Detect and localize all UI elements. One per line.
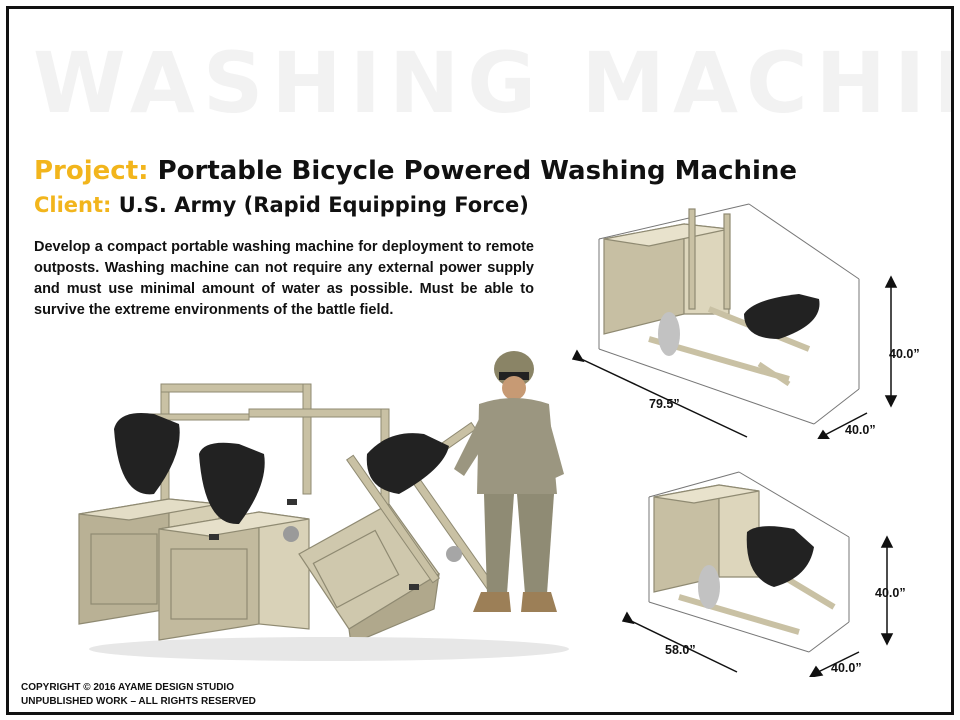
dimension-length-bottom: 58.0” [665, 643, 696, 657]
dimension-height-bottom: 40.0” [875, 586, 906, 600]
length-dimension-top [571, 349, 748, 438]
bounding-box-lines-bottom [648, 471, 850, 653]
dimension-width-top: 40.0” [845, 423, 876, 437]
width-dimension-top [817, 412, 868, 439]
seat-center [199, 442, 265, 525]
main-illustration [78, 351, 569, 661]
dimension-length-top: 79.5” [649, 397, 680, 411]
width-dimension-bottom [809, 651, 860, 677]
dimension-height-top: 40.0” [889, 347, 920, 361]
soldier-figure [454, 351, 564, 612]
machine-body [603, 208, 811, 387]
seat-right [366, 433, 449, 494]
water-bottle-bottom [698, 565, 720, 609]
dimension-width-bottom: 40.0” [831, 661, 862, 675]
bounding-box-lines [598, 203, 860, 425]
watermark-title: WASHING MACHINE [33, 34, 951, 132]
client-heading: Client: U.S. Army (Rapid Equipping Force… [34, 193, 529, 217]
ground-shadow [89, 637, 569, 661]
client-name: U.S. Army (Rapid Equipping Force) [118, 193, 529, 217]
project-label: Project: [34, 156, 149, 186]
seat-left [114, 413, 180, 495]
client-label: Client: [34, 193, 112, 217]
tub-box-center [158, 511, 310, 641]
seat-top-drawing [744, 294, 820, 339]
slide-frame: WASHING MACHINE Project: Portable Bicycl… [6, 6, 954, 715]
dimension-drawing-bottom [621, 471, 894, 677]
height-dimension-top [884, 275, 898, 408]
dimension-drawing-top [571, 203, 898, 439]
copyright-notice: COPYRIGHT © 2016 AYAME DESIGN STUDIO UNP… [21, 681, 256, 709]
height-dimension-bottom [880, 535, 894, 646]
copyright-line-1: COPYRIGHT © 2016 AYAME DESIGN STUDIO [21, 682, 234, 693]
project-name: Portable Bicycle Powered Washing Machine [157, 156, 798, 186]
seat-bottom-drawing [746, 526, 814, 587]
copyright-line-2: UNPUBLISHED WORK – ALL RIGHTS RESERVED [21, 696, 256, 707]
tub-box-tilted [298, 503, 440, 645]
project-description: Develop a compact portable washing machi… [34, 239, 534, 318]
crank-parts [209, 499, 462, 590]
length-dimension-bottom [621, 611, 738, 673]
project-heading: Project: Portable Bicycle Powered Washin… [34, 156, 797, 186]
water-bottle [658, 312, 680, 356]
